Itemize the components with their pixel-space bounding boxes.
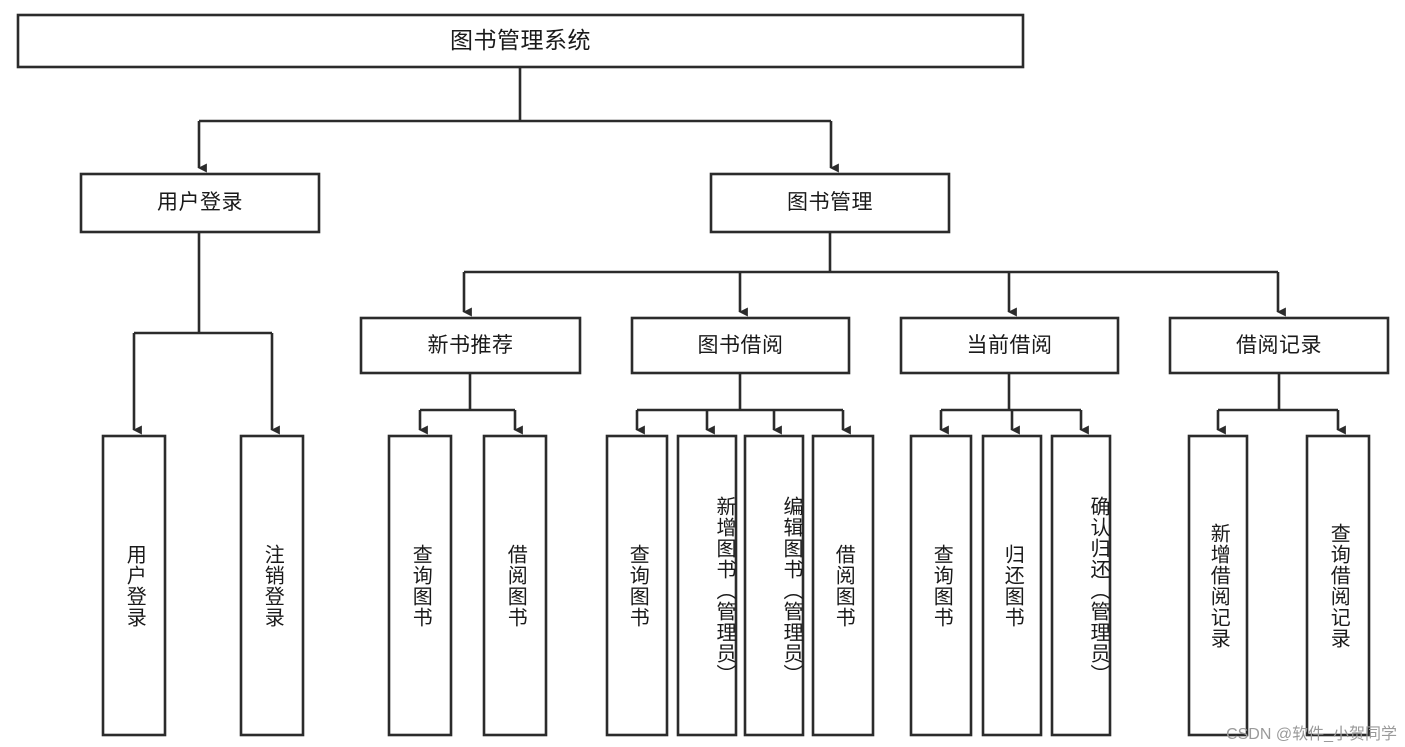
node-box-leaf-confirm-return[interactable] xyxy=(1050,434,1112,737)
node-box-leaf-edit-book[interactable] xyxy=(743,434,805,737)
node-box-book-manage[interactable] xyxy=(709,172,951,234)
node-box-leaf-add-record[interactable] xyxy=(1187,434,1249,737)
node-box-leaf-return-book[interactable] xyxy=(981,434,1043,737)
node-box-new-book-rec[interactable] xyxy=(359,316,582,375)
node-box-leaf-user-logout[interactable] xyxy=(239,434,305,737)
node-box-current-borrow[interactable] xyxy=(899,316,1120,375)
node-box-leaf-borrow-book-2[interactable] xyxy=(811,434,875,737)
node-box-leaf-query-record[interactable] xyxy=(1305,434,1371,737)
node-box-leaf-query-book-3[interactable] xyxy=(909,434,973,737)
node-box-leaf-query-book-1[interactable] xyxy=(387,434,453,737)
node-box-leaf-add-book[interactable] xyxy=(676,434,738,737)
node-box-root[interactable] xyxy=(16,13,1025,69)
node-box-leaf-borrow-book-1[interactable] xyxy=(482,434,548,737)
node-box-leaf-user-login[interactable] xyxy=(101,434,167,737)
node-box-leaf-query-book-2[interactable] xyxy=(605,434,669,737)
node-box-user-login[interactable] xyxy=(79,172,321,234)
node-box-borrow-record[interactable] xyxy=(1168,316,1390,375)
node-box-book-borrow[interactable] xyxy=(630,316,851,375)
